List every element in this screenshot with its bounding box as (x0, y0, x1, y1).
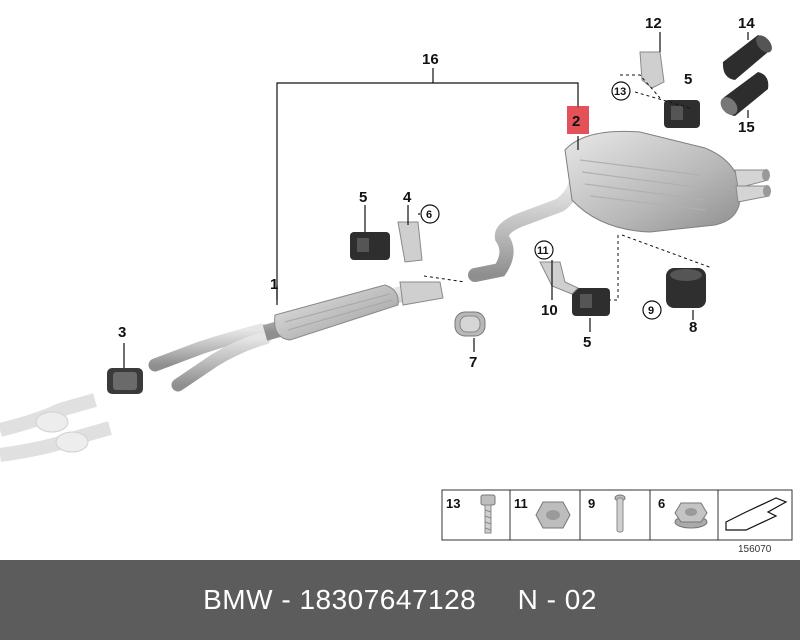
footer-gap (476, 584, 517, 616)
callout-9: 9 (648, 305, 654, 317)
callout-10: 10 (541, 302, 558, 319)
clamp (454, 311, 486, 337)
bolt-icon (480, 494, 496, 534)
legend-6: 6 (658, 496, 665, 511)
rubber-mount-left (350, 232, 390, 260)
leader-lines (123, 32, 749, 368)
front-pipe (148, 281, 444, 392)
rubber-mount-top (664, 100, 700, 128)
hanger-rear (539, 261, 579, 295)
legend-9: 9 (588, 496, 595, 511)
front-clamp (107, 368, 143, 394)
legend-13: 13 (446, 496, 460, 511)
tailpipe-trim-15 (720, 72, 769, 116)
footer-brand: BMW (203, 584, 274, 615)
footer-bar: BMW - 18307647128 N - 02 (0, 560, 800, 640)
callout-13: 13 (614, 86, 626, 98)
callout-16: 16 (422, 51, 439, 68)
callout-5c: 5 (684, 71, 692, 88)
callout-5a: 5 (359, 189, 367, 206)
callout-4: 4 (403, 189, 412, 206)
tailpipe-trim-14 (722, 35, 772, 80)
dashed-guides (423, 74, 713, 301)
footer-part-number: 18307647128 (299, 584, 477, 615)
callout-5b: 5 (583, 334, 591, 351)
footer-code: N - 02 (517, 584, 597, 615)
legend-11: 11 (514, 496, 528, 511)
nut-icon (535, 501, 571, 529)
rubber-mount-right (572, 288, 610, 316)
footer-separator: - (273, 584, 300, 615)
callout-6: 6 (426, 209, 432, 221)
rear-muffler (564, 130, 771, 233)
hanger-top (639, 51, 665, 89)
middle-pipe (468, 178, 582, 282)
bracket (397, 221, 423, 263)
exhaust-diagram: 1 2 3 4 5 5 5 6 7 8 9 10 11 12 13 14 15 … (0, 15, 793, 555)
callout-2-highlight (567, 106, 589, 134)
callout-11: 11 (537, 245, 549, 257)
callout-8: 8 (689, 319, 697, 336)
reference-number: 156070 (738, 544, 772, 555)
arrow-box-icon (725, 497, 788, 531)
flange-nut-icon (674, 502, 708, 529)
rubber-bushing (666, 268, 706, 308)
legend-box: 13 11 9 6 156070 (441, 489, 793, 555)
callout-15: 15 (738, 119, 755, 136)
callout-12: 12 (645, 15, 662, 32)
callout-7: 7 (469, 354, 477, 371)
callout-14: 14 (738, 15, 755, 32)
callout-3: 3 (118, 324, 126, 341)
callouts: 1 2 3 4 5 5 5 6 7 8 9 10 11 12 13 14 15 … (118, 15, 755, 371)
front-pipes (0, 393, 112, 462)
callout-2: 2 (572, 113, 580, 130)
callout-1: 1 (270, 276, 278, 293)
pin-icon (614, 494, 626, 533)
